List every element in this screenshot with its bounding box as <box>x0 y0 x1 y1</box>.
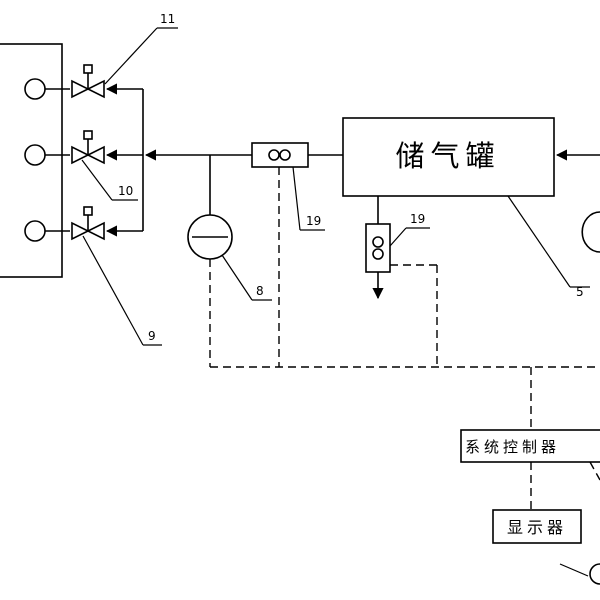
callout-leaders <box>81 27 590 577</box>
left-equipment-box <box>0 43 63 278</box>
outlet-circle-middle <box>24 144 70 166</box>
valve-bottom <box>71 206 105 241</box>
outlet-circle-top <box>24 78 70 100</box>
right-edge-device <box>581 211 600 253</box>
valve-manifold <box>105 83 144 237</box>
callout-19-vertical: 19 <box>410 212 425 226</box>
display-box <box>492 509 582 544</box>
callout-8: 8 <box>256 284 264 298</box>
display-callout-circle <box>589 563 600 585</box>
callout-19-flowmeter: 19 <box>306 214 321 228</box>
callout-5: 5 <box>576 285 584 299</box>
display-label: 显示器 <box>507 518 567 537</box>
pressure-sensor-8 <box>187 155 233 260</box>
flowmeter-horizontal <box>251 142 343 168</box>
system-controller-label: 系统控制器 <box>465 438 560 456</box>
callout-10: 10 <box>118 184 133 198</box>
callout-11: 11 <box>160 12 175 26</box>
system-controller-box <box>460 429 600 463</box>
flowmeter-vertical <box>365 196 391 300</box>
valve-top <box>71 64 105 99</box>
outlet-circle-bottom <box>24 220 70 242</box>
storage-tank <box>342 117 555 197</box>
valve-middle <box>71 130 105 165</box>
storage-tank-label: 储气罐 <box>395 139 500 173</box>
callout-9: 9 <box>148 329 156 343</box>
control-signal-lines <box>209 167 600 510</box>
